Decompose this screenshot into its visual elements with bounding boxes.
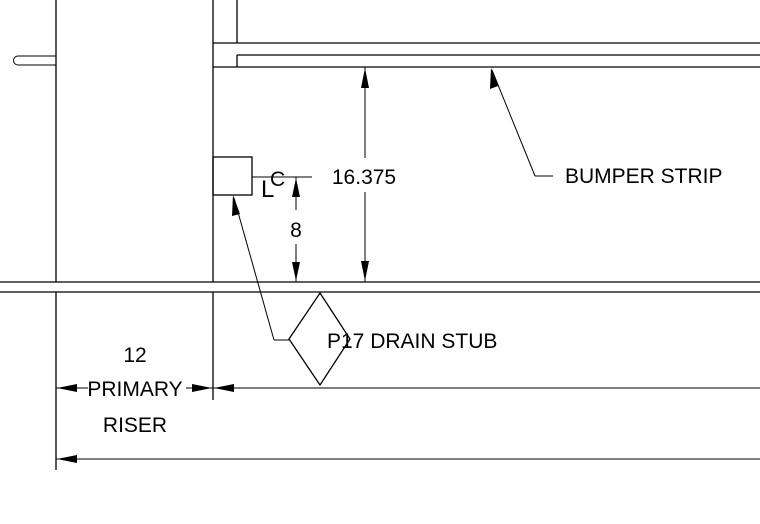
primary-riser-outline — [55, 0, 238, 470]
extended-dimension-lines — [56, 384, 760, 463]
drain-stub-label: P17 DRAIN STUB — [327, 330, 497, 353]
centerline-l-text: L — [261, 176, 274, 203]
dimension-8-label: 8 — [290, 219, 302, 242]
dimension-16375-label: 16.375 — [332, 166, 396, 189]
bumper-strip-label: BUMPER STRIP — [565, 165, 723, 188]
dimension-8: 8 — [284, 177, 308, 282]
primary-riser-dimension-value: 12 — [123, 344, 146, 367]
drain-stub-leader — [232, 195, 289, 341]
centerline-symbol: L C — [252, 168, 312, 203]
bumper-strip-leader — [490, 68, 553, 177]
centerline-c-text: C — [270, 168, 285, 191]
floor-line — [0, 281, 760, 293]
drain-stub-box — [212, 156, 253, 196]
dimension-primary-riser — [56, 384, 213, 392]
pipe-hook-symbol — [13, 55, 56, 66]
drain-stub-tag — [288, 291, 351, 387]
primary-riser-label-line2: RISER — [103, 414, 167, 437]
primary-riser-label-line1: PRIMARY — [87, 378, 182, 401]
bumper-strip-shape — [213, 42, 760, 68]
dimension-16375: 16.375 — [330, 67, 400, 282]
